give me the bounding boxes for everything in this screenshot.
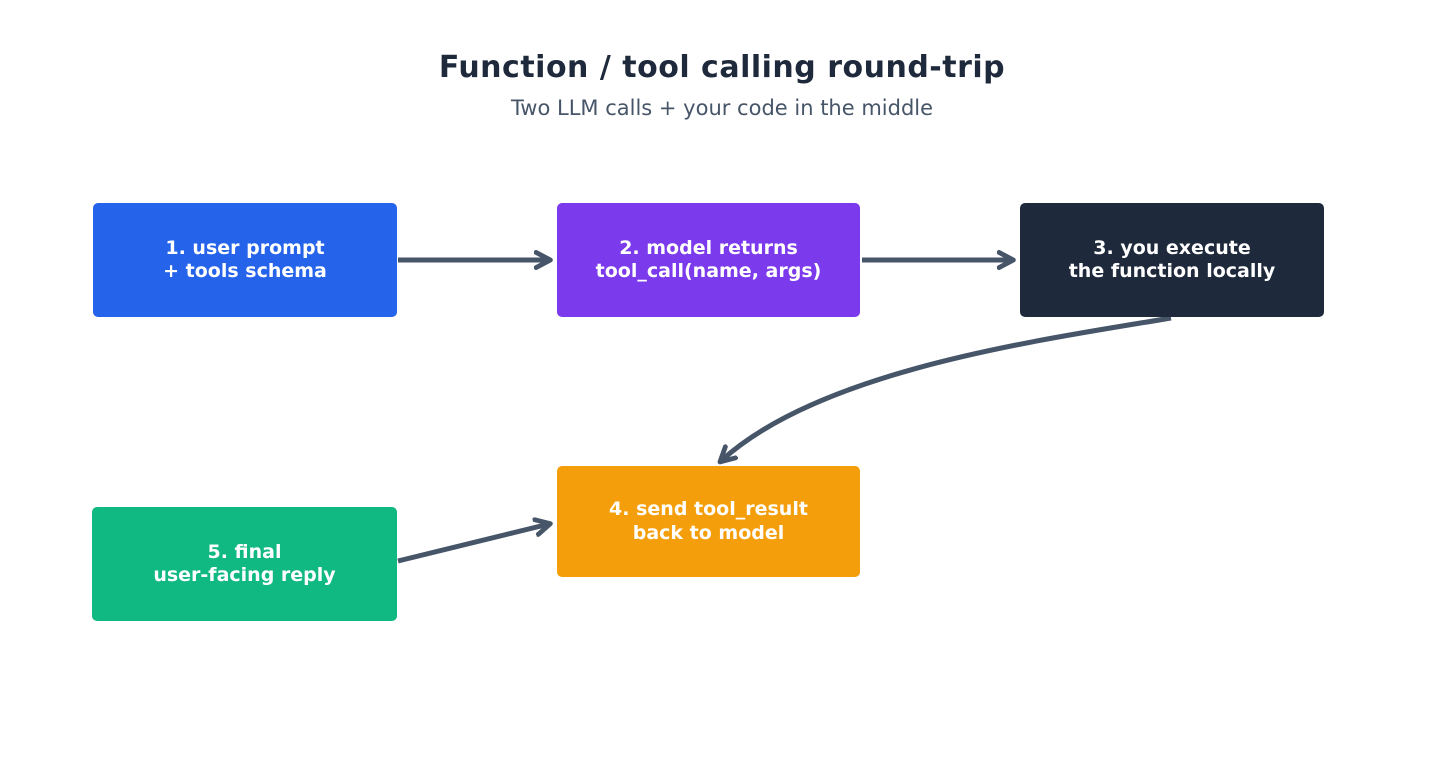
node-step3-label-line2: the function locally [1068,260,1276,282]
diagram-title: Function / tool calling round-trip [438,50,1006,85]
edge-step3-to-step4-curved-arrow [721,315,1172,461]
node-step2-model-returns-tool-call: 2. model returns tool_call(name, args) [557,203,860,317]
node-step3-label-line1: 3. you execute [1093,236,1251,259]
node-step5-label-line1: 5. final [207,540,282,563]
node-step4-label-line2: back to model [632,521,785,544]
node-step2-label-line1: 2. model returns [619,236,798,259]
node-step4-label-line1: 4. send tool_result [609,498,808,520]
node-step3-execute-function-locally: 3. you execute the function locally [1020,203,1324,317]
edge-step5-to-step4-arrow [397,524,549,564]
node-step1-label-line1: 1. user prompt [165,236,325,259]
node-step5-final-user-facing-reply: 5. final user-facing reply [92,507,397,621]
node-step5-label-line2: user-facing reply [153,564,336,586]
node-step1-user-prompt: 1. user prompt + tools schema [93,203,397,317]
node-step1-label-line2: + tools schema [163,260,327,282]
node-step4-send-tool-result: 4. send tool_result back to model [557,466,860,577]
diagram-subtitle: Two LLM calls + your code in the middle [510,96,934,120]
node-step2-label-line2: tool_call(name, args) [595,260,822,282]
